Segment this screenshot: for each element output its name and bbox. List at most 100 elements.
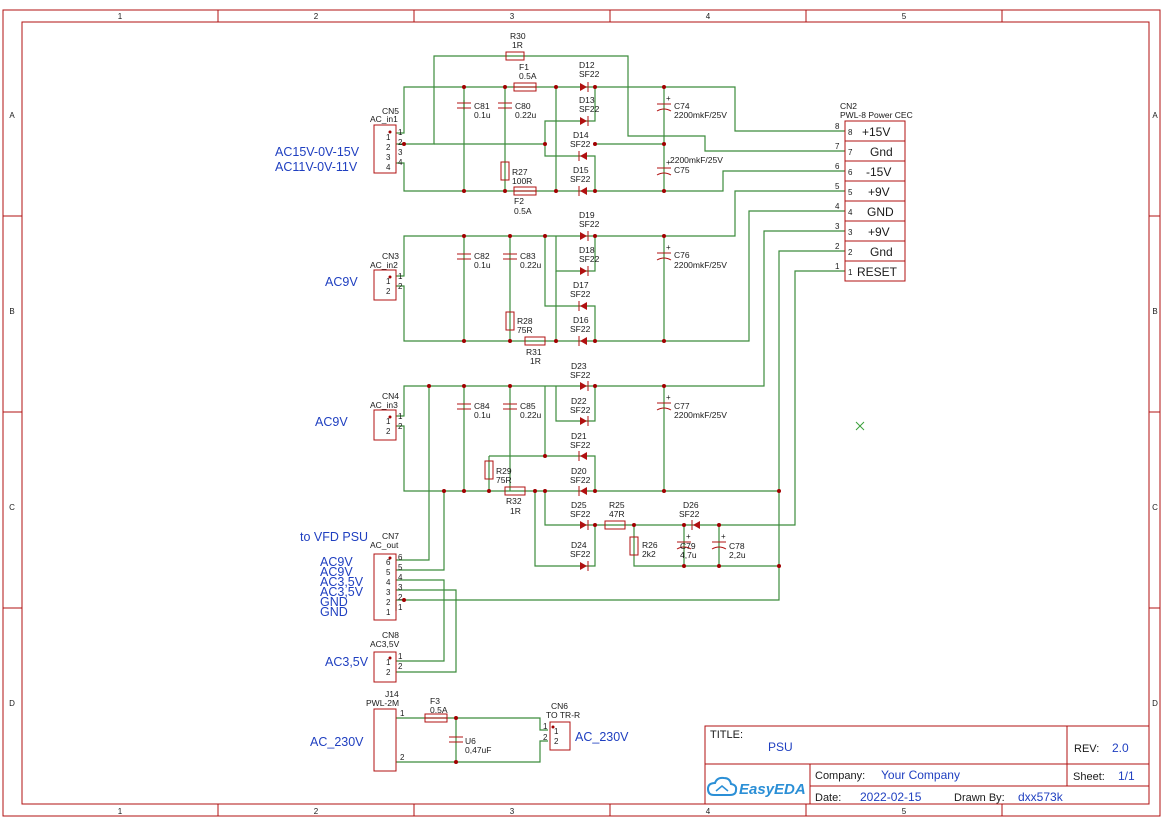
capacitor-c81[interactable] bbox=[457, 100, 471, 110]
connector-cn6[interactable] bbox=[549, 721, 571, 751]
diode-d12[interactable] bbox=[580, 82, 589, 92]
capacitor-c84[interactable] bbox=[457, 403, 471, 410]
connector-pin: 2 bbox=[386, 143, 391, 152]
cn2-pin-label: Gnd bbox=[870, 245, 893, 259]
title-value: PSU bbox=[768, 740, 793, 754]
resistor-ref: R26 bbox=[642, 540, 658, 550]
diode-value: SF22 bbox=[570, 139, 591, 149]
net-label: to VFD PSU bbox=[300, 530, 368, 544]
diode-d22[interactable] bbox=[580, 416, 589, 426]
capacitor-ref: C78 bbox=[729, 541, 745, 551]
diode-d14[interactable] bbox=[578, 151, 587, 161]
net-label: AC9V bbox=[315, 415, 348, 429]
resistor-r27[interactable] bbox=[500, 161, 510, 181]
diode-d26[interactable] bbox=[691, 520, 700, 530]
connector-cn7[interactable] bbox=[373, 553, 397, 621]
diode-d24[interactable] bbox=[580, 561, 589, 571]
resistor-r25[interactable] bbox=[604, 520, 626, 530]
connector-cn5[interactable] bbox=[373, 124, 397, 174]
diode-value: SF22 bbox=[679, 509, 700, 519]
diode-d16[interactable] bbox=[578, 336, 587, 346]
svg-text:+: + bbox=[666, 94, 671, 103]
resistor-r29[interactable] bbox=[484, 460, 494, 480]
resistor-r28[interactable] bbox=[505, 311, 515, 331]
diode-d19[interactable] bbox=[580, 231, 589, 241]
cn2-pin-num: 6 bbox=[848, 168, 853, 177]
connector-value: PWL-8 Power CEC bbox=[840, 110, 913, 120]
cn2-pin-label: +9V bbox=[868, 185, 890, 199]
connector-value: AC_in3 bbox=[370, 400, 398, 410]
connector-pin: 2 bbox=[554, 737, 559, 746]
capacitor-c79[interactable]: + bbox=[676, 532, 692, 550]
resistor-r30[interactable] bbox=[505, 51, 525, 61]
net-label: GND bbox=[320, 595, 348, 609]
net-label: AC11V-0V-11V bbox=[275, 160, 358, 174]
resistor-ref: R32 bbox=[506, 496, 522, 506]
diode-ref: D17 bbox=[573, 280, 589, 290]
row-label: A bbox=[1152, 111, 1158, 120]
capacitor-c85[interactable] bbox=[503, 403, 517, 410]
connector-cn3[interactable] bbox=[373, 269, 397, 301]
capacitor-ref: C76 bbox=[674, 250, 690, 260]
resistor-r32[interactable] bbox=[504, 486, 526, 496]
drawing-frame: 1 2 3 4 5 1 2 3 4 5 A B C D A B C D bbox=[2, 9, 1161, 817]
capacitor-c80[interactable] bbox=[498, 102, 512, 109]
connector-pin: 3 bbox=[386, 153, 391, 162]
row-label: B bbox=[1152, 307, 1157, 316]
company-value: Your Company bbox=[881, 768, 960, 782]
connector-pin-outer: 6 bbox=[398, 553, 403, 562]
diode-value: SF22 bbox=[570, 324, 591, 334]
capacitor-ref: C83 bbox=[520, 251, 536, 261]
diode-d15[interactable] bbox=[578, 186, 587, 196]
cn2-pin-num: 1 bbox=[848, 268, 853, 277]
connector-j14[interactable] bbox=[373, 708, 397, 772]
connector-pin: 2 bbox=[386, 598, 391, 607]
capacitor-c74[interactable]: + bbox=[656, 94, 672, 112]
cn2-pin-num: 5 bbox=[848, 188, 853, 197]
resistor-value: 2k2 bbox=[642, 549, 656, 559]
capacitor-ref: C77 bbox=[674, 401, 690, 411]
diode-value: SF22 bbox=[570, 475, 591, 485]
connectors: CN5 AC_in1 1 2 3 4 1 2 3 4 CN3 AC_in2 1 … bbox=[366, 101, 913, 772]
capacitor-c75[interactable]: + bbox=[656, 158, 672, 176]
capacitor-c76[interactable]: + bbox=[656, 243, 672, 261]
resistor-r31[interactable] bbox=[524, 336, 546, 346]
resistor-value: 1R bbox=[510, 506, 521, 516]
connector-cn4[interactable] bbox=[373, 409, 397, 441]
diode-d25[interactable] bbox=[580, 520, 589, 530]
diode-value: SF22 bbox=[579, 254, 600, 264]
capacitor-c78[interactable]: + bbox=[711, 532, 727, 550]
row-label: A bbox=[9, 111, 15, 120]
capacitor-c77[interactable]: + bbox=[656, 393, 672, 411]
cn2-outer-pin: 2 bbox=[835, 242, 840, 251]
diode-ref: D24 bbox=[571, 540, 587, 550]
diode-d23[interactable] bbox=[580, 381, 589, 391]
diode-d13[interactable] bbox=[580, 116, 589, 126]
connector-pin-outer: 5 bbox=[398, 563, 403, 572]
connector-value: PWL-2M bbox=[366, 698, 399, 708]
cn2-outer-pin: 4 bbox=[835, 202, 840, 211]
resistor-r26[interactable] bbox=[629, 536, 639, 556]
junctions bbox=[402, 85, 781, 764]
connector-ref: CN6 bbox=[551, 701, 568, 711]
diode-d20[interactable] bbox=[578, 486, 587, 496]
resistor-value: 1R bbox=[530, 356, 541, 366]
connector-ref: CN2 bbox=[840, 101, 857, 111]
diode-d21[interactable] bbox=[578, 451, 587, 461]
diode-ref: D20 bbox=[571, 466, 587, 476]
capacitor-c82[interactable] bbox=[457, 253, 471, 260]
date-value: 2022-02-15 bbox=[860, 790, 922, 804]
net-labels: AC15V-0V-15V AC11V-0V-11V AC9V AC9V to V… bbox=[275, 145, 629, 749]
diode-d18[interactable] bbox=[580, 266, 589, 276]
capacitor-c83[interactable] bbox=[503, 253, 517, 260]
connector-cn8[interactable] bbox=[373, 651, 397, 683]
easyeda-logo-text: EasyEDA bbox=[739, 781, 806, 798]
fuse-ref: F3 bbox=[430, 696, 440, 706]
connector-ref: CN3 bbox=[382, 251, 399, 261]
resistor-ref: R30 bbox=[510, 31, 526, 41]
capacitor-u6[interactable] bbox=[449, 736, 463, 743]
diode-d17[interactable] bbox=[578, 301, 587, 311]
net-label: AC9V bbox=[320, 555, 353, 569]
cn2-pin-label: RESET bbox=[857, 265, 898, 279]
